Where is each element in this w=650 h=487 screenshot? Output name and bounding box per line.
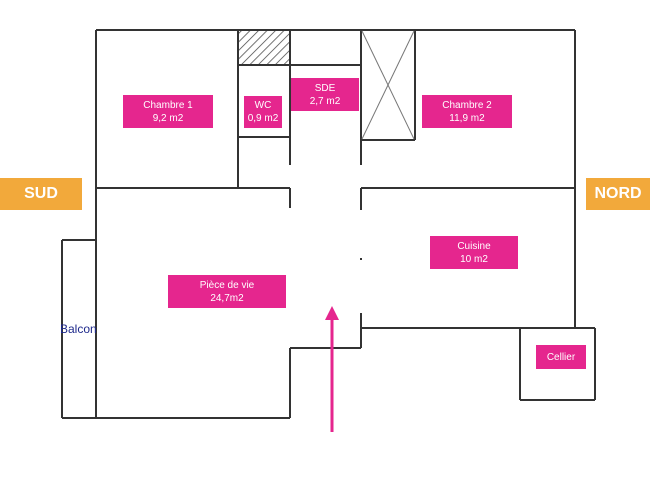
hatched-area: [239, 31, 289, 64]
room-label-cuisine: Cuisine 10 m2: [430, 236, 518, 269]
balcony-label: Balcon: [60, 322, 97, 336]
room-area: 0,9 m2: [247, 113, 279, 124]
south-label: SUD: [0, 178, 82, 210]
room-label-chambre-2: Chambre 2 11,9 m2: [422, 95, 512, 128]
room-label-sde: SDE 2,7 m2: [291, 78, 359, 111]
room-name: WC: [254, 100, 272, 111]
room-area: 24,7m2: [210, 292, 244, 304]
room-name: Chambre 2: [442, 99, 492, 111]
walls: [61, 29, 596, 419]
north-label: NORD: [586, 178, 650, 210]
closet-cross: [361, 30, 415, 140]
room-label-cellier: Cellier: [536, 345, 586, 369]
room-name: Cuisine: [457, 240, 491, 252]
room-label-piece-de-vie: Pièce de vie 24,7m2: [168, 275, 286, 308]
entrance-arrow-head: [325, 306, 339, 320]
room-name: Cellier: [546, 351, 576, 363]
room-name: SDE: [314, 82, 336, 94]
room-area: 10 m2: [460, 253, 488, 265]
room-name: Pièce de vie: [199, 279, 255, 291]
room-area: 2,7 m2: [309, 95, 341, 107]
room-name: Chambre 1: [143, 99, 193, 111]
room-area: 9,2 m2: [152, 112, 184, 124]
room-area: 11,9 m2: [449, 112, 485, 124]
room-label-chambre-1: Chambre 1 9,2 m2: [123, 95, 213, 128]
room-label-wc: WC 0,9 m2: [244, 96, 282, 128]
